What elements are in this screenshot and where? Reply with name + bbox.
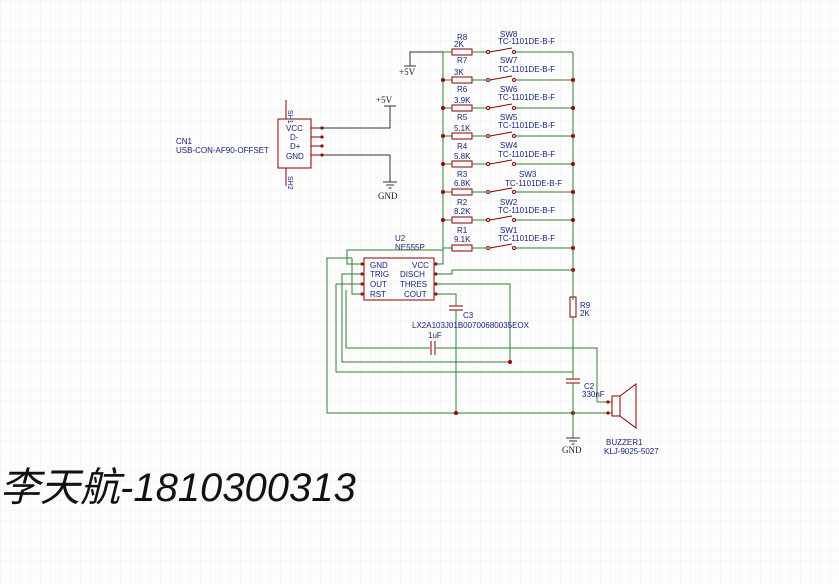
c3-part: LX2A103J01B00700680035EOX [412,321,530,330]
resistor-ref: R7 [457,56,468,65]
usb-pin-dplus: D+ [290,142,301,151]
ladder-row-1: R8 2K SW8 TC-1101DE-B-F [443,30,573,56]
r9-ref: R9 [580,301,591,310]
switch-ref: SW4 [500,141,518,150]
resistor-ref: R2 [457,198,468,207]
svg-text:SH1: SH1 [286,110,293,124]
switch-ref: SW6 [500,85,518,94]
ic-pin-vcc: VCC [412,261,429,270]
c2-ref: C2 [584,382,595,391]
usb-ground-symbol: GND [322,154,398,201]
ic-part: NE555P [395,243,425,252]
switch-ref: SW2 [500,198,518,207]
top-vcc-label: +5V [399,67,416,77]
resistor-value: 3.9K [454,96,471,105]
usb-part: USB-CON-AF90-OFFSET [176,146,269,155]
switch-part: TC-1101DE-B-F [498,93,555,102]
usb-ref: CN1 [176,137,193,146]
top-power-symbol: +5V [399,51,443,77]
resistor-value: 3K [454,68,464,77]
timer-ic: U2 NE555P GND TRIG OUT RST VCC DISCH THR… [360,234,438,301]
ladder-row-8: R1 9.1K SW1 TC-1101DE-B-F [443,226,573,252]
svg-text:SH2: SH2 [286,176,293,190]
switch-ref: SW1 [500,226,518,235]
resistor-value: 2K [454,40,464,49]
ic-pin-disch: DISCH [400,270,425,279]
resistor-ref: R1 [457,226,468,235]
ic-pin-gnd: GND [370,261,388,270]
usb-pin-vcc: VCC [286,124,303,133]
resistor-ref: R4 [457,142,468,151]
main-ground-symbol: GND [562,437,582,455]
switch-ref: SW3 [519,170,537,179]
usb-pin-gnd: GND [286,152,304,161]
resistor-switch-ladder: R8 2K SW8 TC-1101DE-B-F R7 3K SW7 TC-110… [441,30,575,300]
switch-part: TC-1101DE-B-F [498,150,555,159]
switch-part: TC-1101DE-B-F [498,234,555,243]
ic-pin-thres: THRES [400,280,427,289]
switch-ref: SW7 [500,56,518,65]
ladder-row-2: R7 3K SW7 TC-1101DE-B-F [443,56,573,84]
ic-pin-rst: RST [370,290,386,299]
switch-part: TC-1101DE-B-F [498,121,555,130]
circuit-wiring [326,249,598,415]
author-watermark: 李天航-1810300313 [0,466,356,510]
resistor-ref: R3 [457,170,468,179]
resistor-r9: R9 2K [569,270,591,378]
switch-part: TC-1101DE-B-F [498,65,555,74]
c1-value: 1uF [428,331,442,340]
switch-ref: SW5 [500,113,518,122]
ladder-row-7: R2 8.2K SW2 TC-1101DE-B-F [443,198,573,224]
resistor-value: 8.2K [454,207,471,216]
resistor-value: 5.1K [454,124,471,133]
resistor-value: 9.1K [454,235,471,244]
buzzer-part: KLJ-9025-5027 [604,447,659,456]
resistor-ref: R5 [457,113,468,122]
resistor-ref: R6 [457,85,468,94]
ladder-row-6: R3 6.8K SW3 TC-1101DE-B-F [443,170,573,196]
usb-power-symbol: +5V [322,95,396,129]
usb-gnd-label: GND [378,191,398,201]
ic-pin-cout: COUT [404,290,427,299]
ic-pin-out: OUT [370,280,387,289]
switch-part: TC-1101DE-B-F [505,179,562,188]
capacitor-c2: C2 330nF [566,378,605,438]
usb-vcc-label: +5V [376,95,393,105]
resistor-value: 6.8K [454,179,471,188]
switch-ref: SW8 [500,30,518,39]
r9-value: 2K [580,309,590,318]
buzzer: BUZZER1 KLJ-9025-5027 [573,383,659,456]
switch-part: TC-1101DE-B-F [498,37,555,46]
resistor-ref: R8 [457,33,468,42]
ic-ref: U2 [395,234,406,243]
usb-pin-dminus: D- [290,133,299,142]
buzzer-ref: BUZZER1 [606,438,643,447]
ic-pin-trig: TRIG [370,270,389,279]
resistor-value: 5.8K [454,152,471,161]
c2-value: 330nF [582,390,605,399]
c3-ref: C3 [463,311,474,320]
switch-part: TC-1101DE-B-F [498,206,555,215]
ladder-row-4: R5 5.1K SW5 TC-1101DE-B-F [443,113,573,140]
main-gnd-label: GND [562,445,582,455]
